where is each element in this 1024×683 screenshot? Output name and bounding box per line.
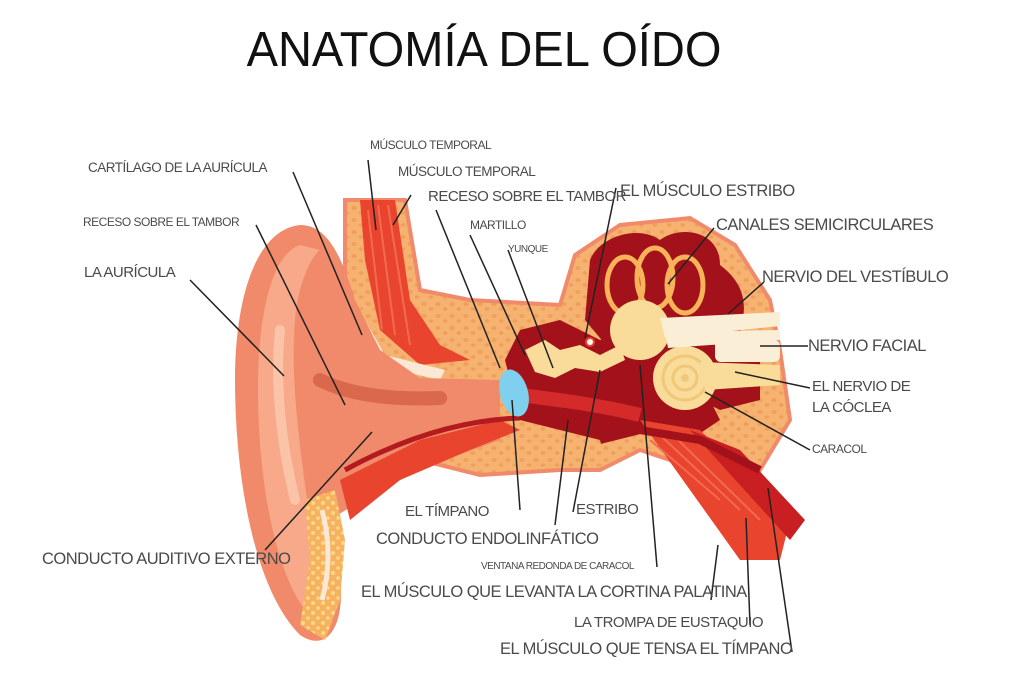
label-musculo-cortina: EL MÚSCULO QUE LEVANTA LA CORTINA PALATI… (361, 583, 747, 601)
label-nervio-facial: NERVIO FACIAL (808, 337, 926, 355)
label-musculo-estribo: EL MÚSCULO ESTRIBO (620, 182, 795, 200)
label-ventana-redonda: VENTANA REDONDA DE CARACOL (481, 561, 634, 572)
diagram-title: ANATOMÍA DEL OÍDO (246, 23, 722, 77)
auricle (235, 225, 500, 641)
label-musculo-temporal-1: MÚSCULO TEMPORAL (370, 138, 492, 152)
label-martillo: MARTILLO (470, 218, 526, 232)
eustachian-muscles (640, 420, 805, 560)
label-nervio-coclea-line2: LA CÓCLEA (812, 399, 891, 416)
label-la-auricula: LA AURÍCULA (84, 264, 176, 281)
label-el-timpano: EL TÍMPANO (405, 503, 489, 520)
vestibule (610, 300, 670, 360)
label-nervio-coclea-line1: EL NERVIO DE (812, 378, 911, 395)
canal-muscle (340, 420, 520, 520)
label-receso-tambor-2: RECESO SOBRE EL TAMBOR (428, 188, 626, 205)
temporal-muscle (360, 200, 470, 365)
label-musculo-tensa: EL MÚSCULO QUE TENSA EL TÍMPANO (500, 640, 793, 658)
eardrum (499, 369, 529, 417)
lobe-cartilage (300, 490, 345, 640)
label-cartilago-auricula: CARTÍLAGO DE LA AURÍCULA (88, 160, 268, 175)
label-trompa-eustaquio: LA TROMPA DE EUSTAQUIO (574, 614, 764, 631)
label-conducto-endolinfatico: CONDUCTO ENDOLINFÁTICO (376, 530, 599, 548)
label-nervio-vestibulo: NERVIO DEL VESTÍBULO (762, 268, 949, 286)
label-caracol: CARACOL (812, 442, 867, 456)
label-receso-tambor-1: RECESO SOBRE EL TAMBOR (83, 215, 240, 229)
label-conducto-auditivo: CONDUCTO AUDITIVO EXTERNO (42, 550, 291, 568)
label-musculo-temporal-2: MÚSCULO TEMPORAL (398, 164, 536, 179)
ossicles (525, 340, 625, 378)
leader-lines (189, 159, 811, 653)
label-yunque: YUNQUE (508, 244, 548, 255)
label-estribo: ESTRIBO (576, 501, 639, 518)
label-canales-semicirculares: CANALES SEMICIRCULARES (716, 216, 934, 234)
